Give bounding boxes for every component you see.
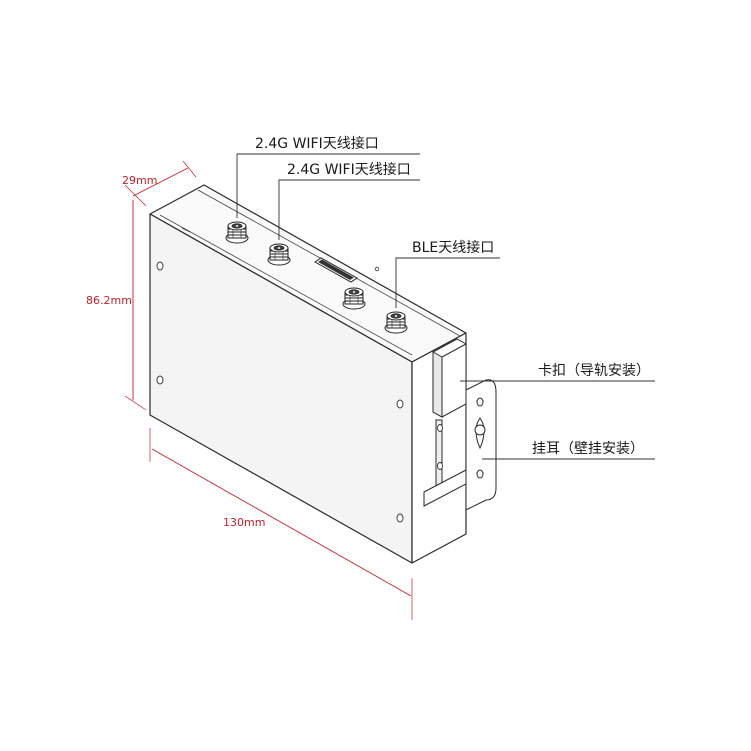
top-face-details (159, 189, 461, 356)
ble-antenna-connector-2 (384, 311, 408, 334)
wifi-antenna-connector-1 (225, 221, 249, 244)
sim-slot (314, 257, 358, 283)
label-wall-ear: 挂耳（壁挂安装） (532, 441, 644, 457)
label-wifi-antenna-1: 2.4G WIFI天线接口 (255, 135, 379, 152)
wall-ear (465, 379, 497, 511)
dim-length-label: 130mm (223, 516, 265, 529)
rail-clip (423, 338, 467, 507)
front-holes (437, 424, 443, 470)
label-rail-clip: 卡扣（导轨安装） (538, 363, 650, 379)
dim-length-line (151, 448, 412, 597)
wifi-antenna-connector-2 (267, 243, 291, 266)
leader-wifi-2 (278, 179, 420, 240)
leader-lines (236, 153, 655, 460)
status-led (374, 266, 380, 272)
dim-depth-label: 29mm (122, 174, 157, 187)
label-wifi-antenna-2: 2.4G WIFI天线接口 (287, 161, 411, 178)
label-ble-antenna: BLE天线接口 (412, 239, 494, 256)
leader-ble (395, 257, 500, 308)
leader-wifi-1 (236, 153, 420, 218)
ble-antenna-connector-1 (342, 287, 366, 310)
dim-depth-line (132, 167, 189, 197)
side-holes (156, 261, 404, 523)
dim-height-label: 86.2mm (86, 294, 132, 307)
dimension-lines (124, 160, 413, 620)
